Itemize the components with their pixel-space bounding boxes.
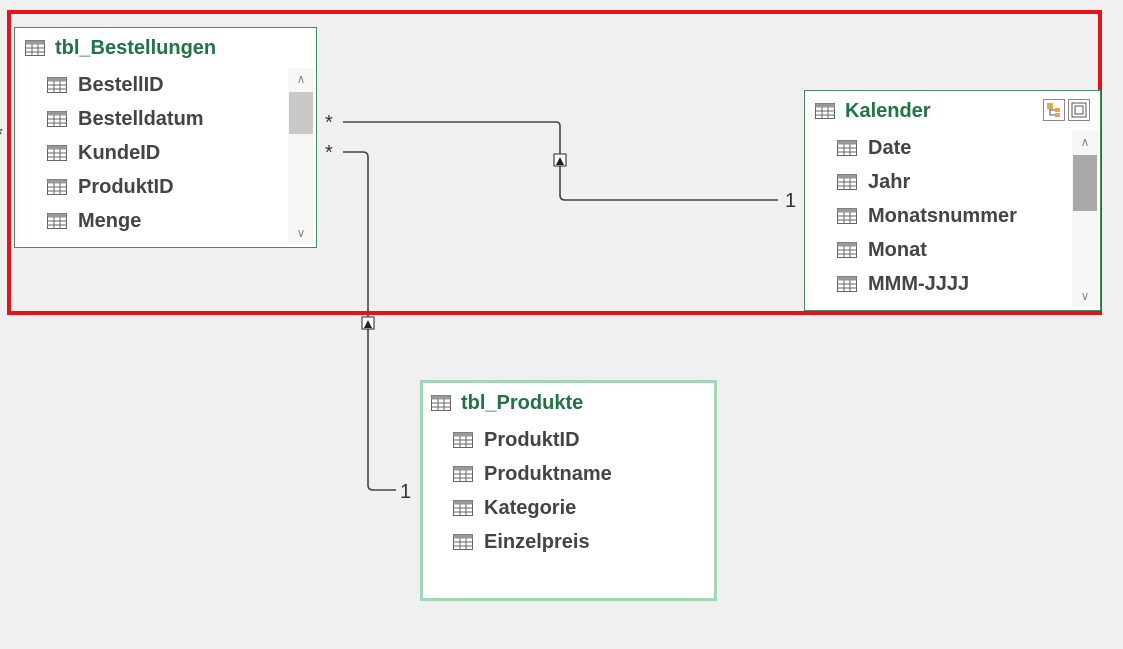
column-icon: [453, 466, 473, 482]
field-name: Date: [868, 136, 912, 159]
column-icon: [47, 179, 67, 195]
field-item[interactable]: Menge: [15, 204, 204, 238]
chevron-up-icon[interactable]: ∧: [1080, 135, 1090, 149]
column-icon: [47, 77, 67, 93]
field-item[interactable]: Jahr: [805, 165, 1017, 199]
table-icon: [815, 103, 835, 119]
table-title: Kalender: [845, 99, 931, 122]
field-item[interactable]: ProduktID: [15, 170, 204, 204]
field-list: BestellID Bestelldatum KundeID ProduktID…: [15, 68, 204, 238]
column-icon: [837, 174, 857, 190]
field-item[interactable]: Produktname: [421, 457, 612, 491]
vertical-scrollbar[interactable]: ∧ ∨: [288, 68, 314, 244]
field-name: MMM-JJJJ: [868, 272, 970, 295]
table-title: tbl_Bestellungen: [55, 36, 217, 59]
cardinality-label: 1: [785, 190, 797, 212]
field-item[interactable]: Einzelpreis: [421, 525, 612, 559]
chevron-down-icon[interactable]: ∨: [296, 226, 306, 240]
table-icon: [25, 40, 45, 56]
field-name: Einzelpreis: [484, 530, 590, 553]
direction-arrow-icon: [553, 153, 567, 167]
cardinality-label: 1: [400, 481, 412, 503]
table-header[interactable]: Kalender: [805, 91, 1100, 131]
hierarchy-icon: [1047, 103, 1060, 117]
field-name: Menge: [78, 209, 142, 232]
cardinality-label: *: [325, 112, 333, 134]
field-item[interactable]: Monatsnummer: [805, 199, 1017, 233]
table-title: tbl_Produkte: [461, 391, 584, 414]
chevron-down-icon[interactable]: ∨: [1080, 289, 1090, 303]
field-name: BestellID: [78, 73, 164, 96]
field-name: Monatsnummer: [868, 204, 1017, 227]
column-icon: [47, 145, 67, 161]
field-name: Produktname: [484, 462, 612, 485]
field-name: KundeID: [78, 141, 161, 164]
field-item[interactable]: KundeID: [15, 136, 204, 170]
table-header[interactable]: tbl_Produkte: [423, 383, 714, 423]
field-list: ProduktID Produktname Kategorie Einzelpr…: [421, 423, 612, 559]
fit-view-icon: [1071, 102, 1087, 118]
field-name: Bestelldatum: [78, 107, 204, 130]
field-name: Kategorie: [484, 496, 577, 519]
column-icon: [453, 432, 473, 448]
field-item[interactable]: Monat: [805, 233, 1017, 267]
field-item[interactable]: MMM-JJJJ: [805, 267, 1017, 301]
table-header[interactable]: tbl_Bestellungen: [15, 28, 316, 68]
table-icon: [431, 395, 451, 411]
field-name: Jahr: [868, 170, 911, 193]
column-icon: [837, 208, 857, 224]
field-name: Monat: [868, 238, 927, 261]
table-card-produkte[interactable]: tbl_Produkte ProduktID Produktname Kateg…: [420, 380, 717, 601]
column-icon: [837, 140, 857, 156]
table-card-kalender[interactable]: Kalender Date Jahr Mon: [804, 90, 1101, 311]
header-buttons: [1043, 99, 1090, 121]
direction-arrow-icon: [361, 316, 375, 330]
cardinality-label: *: [325, 142, 333, 164]
field-item[interactable]: Bestelldatum: [15, 102, 204, 136]
column-icon: [837, 276, 857, 292]
column-icon: [453, 500, 473, 516]
scroll-thumb[interactable]: [1073, 155, 1097, 211]
field-item[interactable]: Kategorie: [421, 491, 612, 525]
fit-view-button[interactable]: [1068, 99, 1090, 121]
field-name: ProduktID: [484, 428, 580, 451]
hierarchy-button[interactable]: [1043, 99, 1065, 121]
cardinality-label: *: [0, 124, 3, 147]
column-icon: [47, 213, 67, 229]
field-item[interactable]: ProduktID: [421, 423, 612, 457]
column-icon: [453, 534, 473, 550]
table-card-bestellungen[interactable]: tbl_Bestellungen BestellID Bestelldatum …: [14, 27, 317, 248]
column-icon: [47, 111, 67, 127]
column-icon: [837, 242, 857, 258]
field-item[interactable]: Date: [805, 131, 1017, 165]
vertical-scrollbar[interactable]: ∧ ∨: [1072, 131, 1098, 307]
field-item[interactable]: BestellID: [15, 68, 204, 102]
field-list: Date Jahr Monatsnummer Monat MMM-JJJJ: [805, 131, 1017, 301]
chevron-up-icon[interactable]: ∧: [296, 72, 306, 86]
field-name: ProduktID: [78, 175, 174, 198]
scroll-thumb[interactable]: [289, 92, 313, 134]
